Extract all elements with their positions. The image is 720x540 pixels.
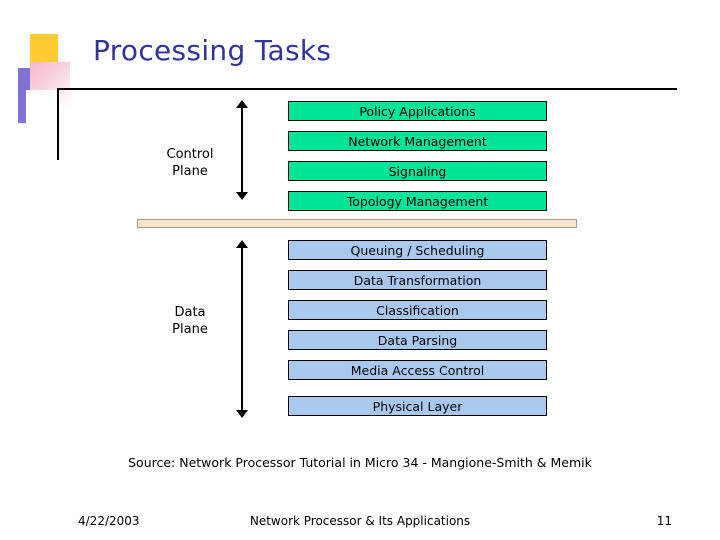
layer-bar-media-access-control: Media Access Control xyxy=(288,360,547,380)
arrow-shaft xyxy=(241,107,243,193)
title-left-rule xyxy=(57,88,59,160)
layer-bar-physical-layer: Physical Layer xyxy=(288,396,547,416)
control-plane-arrow xyxy=(235,100,249,200)
arrow-head-down-icon xyxy=(236,192,248,200)
footer-title: Network Processor & Its Applications xyxy=(249,514,471,528)
layer-bar-data-transformation: Data Transformation xyxy=(288,270,547,290)
layer-bar-topology-management: Topology Management xyxy=(288,191,547,211)
arrow-head-down-icon xyxy=(236,410,248,418)
layer-bar-network-management: Network Management xyxy=(288,131,547,151)
control-plane-label: Control Plane xyxy=(166,147,214,179)
layer-bar-classification: Classification xyxy=(288,300,547,320)
layer-bar-policy-applications: Policy Applications xyxy=(288,101,547,121)
logo-yellow-block xyxy=(30,34,58,62)
logo-white-block xyxy=(26,90,60,124)
title-underline xyxy=(57,88,677,90)
arrow-head-up-icon xyxy=(236,240,248,248)
footer-date: 4/22/2003 xyxy=(78,514,140,528)
data-plane-arrow xyxy=(235,240,249,418)
arrow-head-up-icon xyxy=(236,100,248,108)
slide-logo xyxy=(18,34,80,124)
data-plane-label: Data Plane xyxy=(172,305,208,337)
page-title: Processing Tasks xyxy=(93,34,332,67)
layer-bar-signaling: Signaling xyxy=(288,161,547,181)
footer-page-number: 11 xyxy=(656,514,672,528)
arrow-shaft xyxy=(241,247,243,411)
plane-separator xyxy=(137,219,577,228)
layer-bar-queuing-scheduling: Queuing / Scheduling xyxy=(288,240,547,260)
source-citation: Source: Network Processor Tutorial in Mi… xyxy=(128,455,592,470)
layer-bar-data-parsing: Data Parsing xyxy=(288,330,547,350)
